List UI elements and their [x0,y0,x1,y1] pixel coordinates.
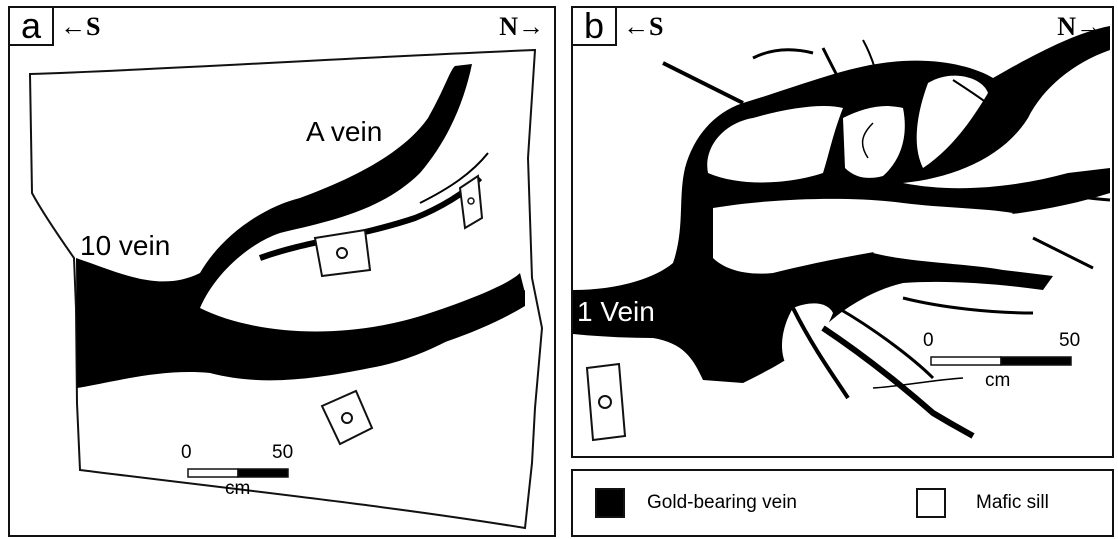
scale-max-a: 50 [272,442,293,464]
panel-b-drawing [573,8,1112,456]
label-10-vein: 10 vein [80,230,170,262]
south-arrow-a: ←S [60,12,100,42]
sample-plate-b1 [587,364,625,440]
label-a-vein: A vein [306,116,382,148]
south-arrow-b: ←S [623,12,663,42]
scale-bar-b [931,357,1071,365]
north-arrow-b: N→ [1057,12,1102,42]
legend-label-vein: Gold-bearing vein [647,492,797,514]
scale-unit-a: cm [225,478,250,500]
scale-bar-a [188,469,288,477]
legend-label-sill: Mafic sill [976,492,1049,514]
scale-unit-b: cm [985,370,1010,392]
sample-plate-a1 [315,230,370,276]
panel-label-b: b [571,6,617,46]
panel-a: a ←S N→ A vein 10 vein 0 50 cm [8,6,556,537]
panel-b: b ←S N→ 1 Vein 0 50 cm [571,6,1114,458]
legend-swatch-vein [595,488,625,518]
legend: Gold-bearing vein Mafic sill [571,469,1114,537]
legend-swatch-sill [916,488,946,518]
scale-zero-b: 0 [923,330,934,352]
sill-block-6 [853,328,953,408]
scale-max-b: 50 [1059,330,1080,352]
scale-zero-a: 0 [181,442,192,464]
panel-label-a: a [8,6,54,46]
north-arrow-a: N→ [499,12,544,42]
label-1-vein: 1 Vein [577,296,655,328]
